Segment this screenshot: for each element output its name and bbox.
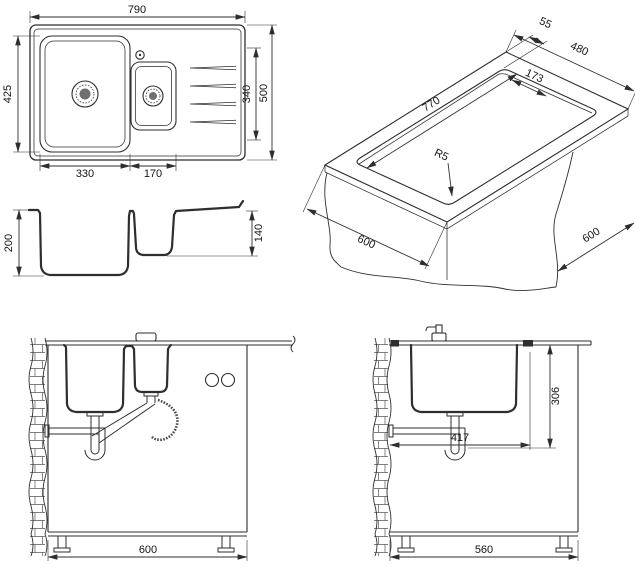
countertop xyxy=(45,335,296,353)
sink-outline xyxy=(29,24,246,161)
cabinet-legs xyxy=(53,536,235,553)
dim-inner-depth: 340 xyxy=(241,47,261,141)
sink-bowls-front xyxy=(62,343,173,414)
cabinet-legs-side xyxy=(397,536,573,553)
dim-label-500: 500 xyxy=(258,84,270,102)
sink-rim xyxy=(33,28,242,157)
dim-bowl-depth-left: 425 xyxy=(2,35,40,153)
dim-main-bowl-depth: 200 xyxy=(3,209,44,277)
dim-label-200: 200 xyxy=(3,234,15,252)
wall-section xyxy=(28,337,48,557)
dim-label-600-right: 600 xyxy=(580,226,602,246)
drainboard-grooves xyxy=(189,65,237,125)
counter-cut-mark-rear xyxy=(391,340,399,347)
dim-label-55: 55 xyxy=(537,15,553,31)
p-trap xyxy=(84,449,106,461)
main-bowl-drain-icon xyxy=(71,80,99,108)
dim-label-330: 330 xyxy=(76,168,94,180)
main-bowl xyxy=(39,35,131,153)
dim-drain-height: 306 xyxy=(468,344,562,449)
dim-label-340: 340 xyxy=(241,85,253,103)
dim-half-bowl-width: 170 xyxy=(129,154,177,180)
countertop-side xyxy=(389,340,592,347)
sink-bowl-side xyxy=(409,343,519,414)
drain-plumbing-side xyxy=(388,411,466,461)
dim-label-600-front: 600 xyxy=(139,544,157,556)
dim-label-140: 140 xyxy=(253,224,265,242)
dim-label-417: 417 xyxy=(451,432,469,444)
dim-overall-depth: 500 xyxy=(247,24,277,161)
dim-label-r5: R5 xyxy=(432,147,450,164)
dim-label-480: 480 xyxy=(568,40,590,59)
dim-corner-radius: R5 xyxy=(432,147,454,197)
dim-half-bowl-depth: 140 xyxy=(167,210,265,257)
dim-overall-width: 790 xyxy=(29,4,246,23)
wall-section-side xyxy=(372,337,392,557)
counter-cut-mark-front xyxy=(523,340,533,347)
dim-cabinet-width: 600 xyxy=(47,540,248,561)
sink-top-view: 790 425 340 500 330 17 xyxy=(2,4,277,180)
sink-profile xyxy=(27,199,245,277)
connection-circle-left xyxy=(204,372,220,388)
dim-label-790: 790 xyxy=(128,4,146,16)
dim-label-560: 560 xyxy=(475,544,493,556)
half-bowl xyxy=(130,61,177,131)
supply-connections xyxy=(204,372,236,388)
side-installation-view: 306 417 560 xyxy=(372,324,592,561)
dim-label-306: 306 xyxy=(550,387,562,405)
dim-main-bowl-width: 330 xyxy=(39,154,131,180)
dim-trap-offset: 417 xyxy=(389,352,531,450)
cabinet-front xyxy=(47,345,248,553)
connection-circle-right xyxy=(220,372,236,388)
sink-section-view: 200 140 xyxy=(3,199,265,277)
dim-cabinet-depth: 560 xyxy=(389,540,579,561)
worktop-isometric-view: 55 480 770 173 R5 600 600 xyxy=(302,15,635,291)
front-installation-view: 600 xyxy=(28,332,296,561)
wall-outlet-flange xyxy=(44,424,50,438)
p-trap-side xyxy=(444,449,466,461)
dim-cabinet-width-iso: 600 xyxy=(557,222,635,272)
faucet-side xyxy=(425,324,447,342)
cabinet-side xyxy=(390,345,579,553)
drain-plumbing-front xyxy=(44,391,159,461)
wall-outlet-flange-side xyxy=(388,424,394,438)
dim-label-425: 425 xyxy=(2,85,14,103)
dim-label-600-left: 600 xyxy=(355,233,377,252)
flexible-hose xyxy=(150,398,179,442)
dim-label-170: 170 xyxy=(144,168,162,180)
faucet-deck xyxy=(135,332,157,342)
half-bowl-drain-icon xyxy=(142,85,164,107)
faucet-hole-icon xyxy=(135,50,145,60)
